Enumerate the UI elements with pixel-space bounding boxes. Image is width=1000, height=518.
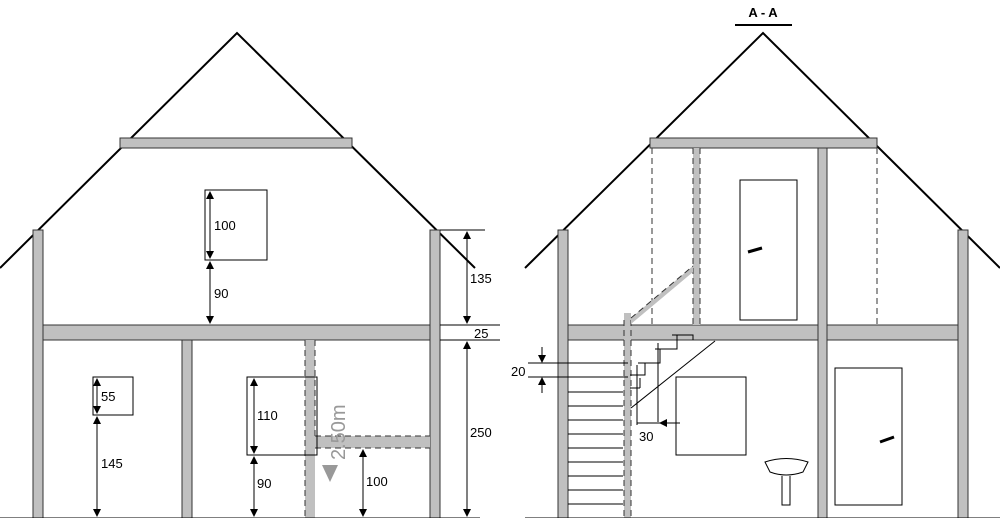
dim-upper-window-sill: 90 (214, 286, 228, 301)
door-handle (747, 246, 763, 254)
section-a-a: A - A 20 30 (511, 5, 1000, 518)
left-elevation: 100 90 135 25 250 55 145 110 90 100 2.50… (0, 31, 500, 518)
staircase (568, 265, 716, 518)
dim-knee-wall: 135 (470, 271, 492, 286)
duct-riser (693, 148, 700, 325)
door-handle (879, 435, 895, 444)
floor-slab (42, 324, 431, 341)
section-title: A - A (748, 5, 778, 20)
dim-tread: 30 (639, 429, 653, 444)
duct-horizontal (315, 436, 430, 448)
attic-beam (119, 137, 353, 149)
dim-small-window-height: 55 (101, 389, 115, 404)
stair-railing (631, 266, 693, 324)
dim-riser: 20 (511, 364, 525, 379)
roof-outline (0, 31, 476, 269)
sink (764, 458, 809, 506)
floor-slab (567, 324, 959, 341)
duct-riser (305, 340, 315, 518)
dim-window-height: 110 (257, 408, 278, 423)
roof-outline (524, 31, 1000, 269)
dim-window-sill: 90 (257, 476, 271, 491)
stair-post (624, 313, 631, 518)
interior-wall (181, 339, 193, 518)
dim-duct-height: 100 (366, 474, 388, 489)
left-wall (32, 229, 44, 518)
level-triangle-icon (322, 465, 338, 482)
interior-wall (817, 147, 828, 518)
window (246, 376, 318, 456)
dim-storey-height: 250 (470, 425, 492, 440)
window (675, 376, 747, 456)
left-wall (557, 229, 569, 518)
upper-door (739, 179, 798, 321)
roof-projection-line (651, 148, 878, 325)
duct-riser-edge (304, 340, 316, 518)
dim-floor-slab: 25 (474, 326, 488, 341)
attic-beam (649, 137, 878, 149)
right-wall (957, 229, 969, 518)
duct-label: 2.50m (328, 404, 350, 460)
right-wall (429, 229, 441, 518)
duct-edge (315, 435, 430, 449)
upper-window (204, 189, 268, 261)
dim-upper-window-height: 100 (214, 218, 236, 233)
dim-small-window-sill: 145 (101, 456, 123, 471)
lower-door (834, 367, 903, 506)
